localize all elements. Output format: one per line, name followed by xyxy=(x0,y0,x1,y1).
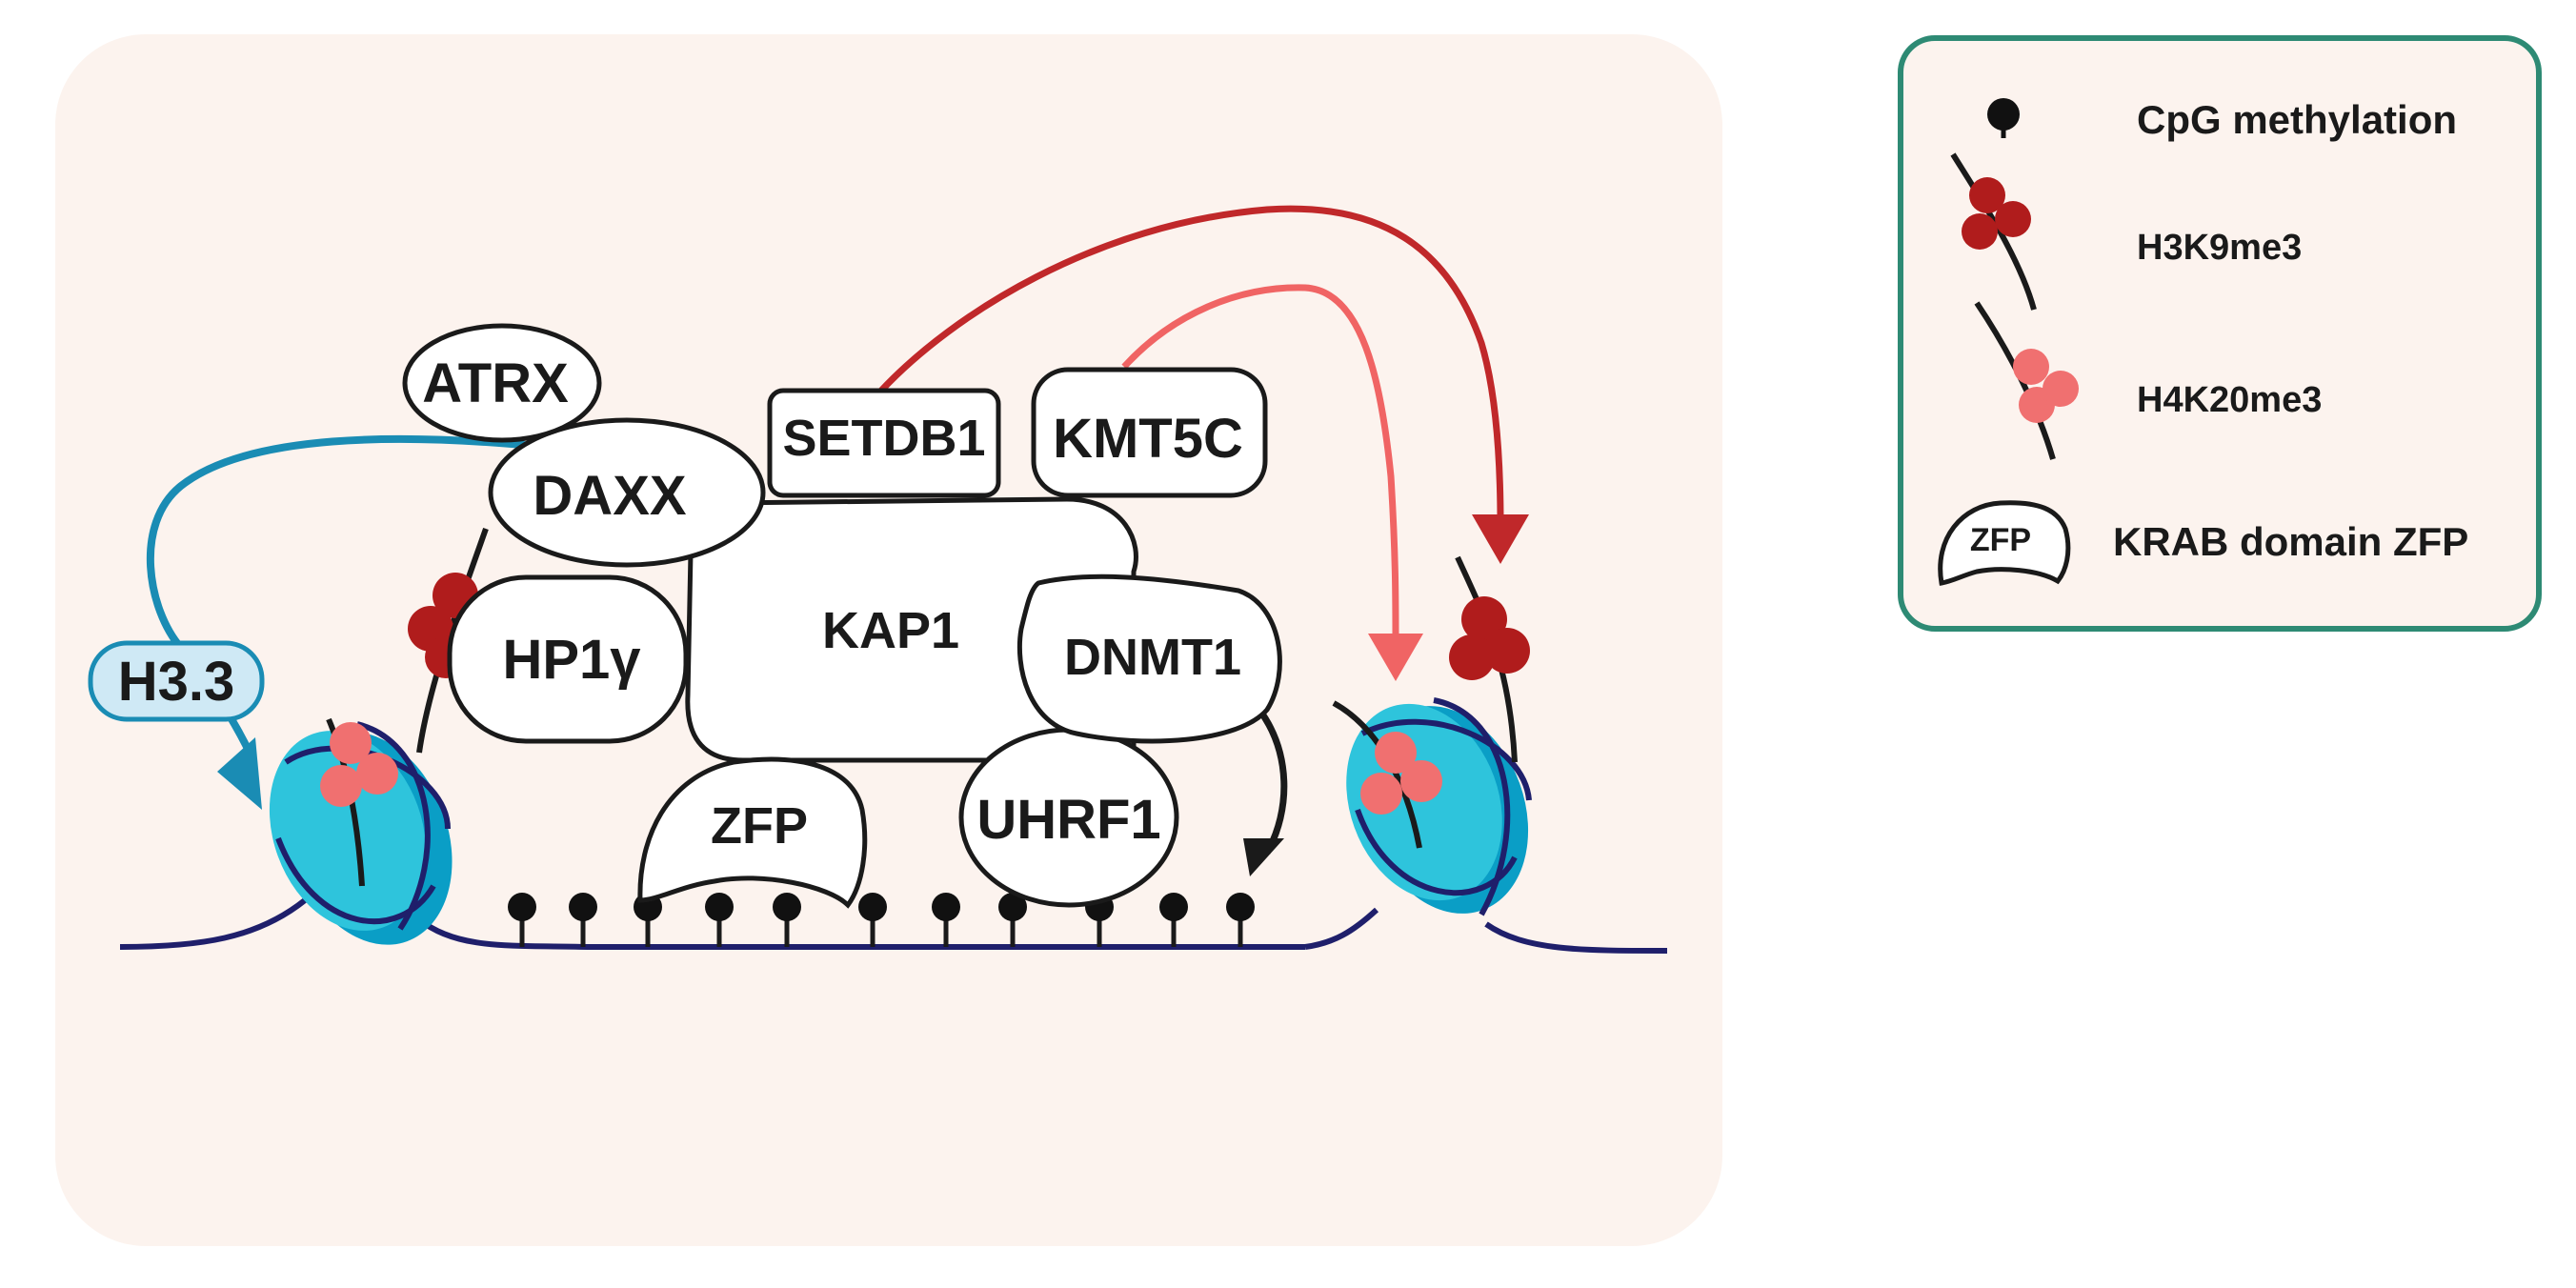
h4k20me3-mark xyxy=(1360,732,1442,815)
kmt5c-label: KMT5C xyxy=(1053,408,1243,470)
setdb1-shape xyxy=(767,388,1001,498)
dnmt1-label: DNMT1 xyxy=(1064,629,1241,686)
legend-label-krab-zfp: KRAB domain ZFP xyxy=(2113,519,2468,564)
h4k20me3-mark xyxy=(320,722,398,807)
daxx-shape xyxy=(488,417,766,568)
cpg-methylation-icon xyxy=(1987,98,2020,138)
uhrf1-label: UHRF1 xyxy=(976,789,1160,851)
arrowhead-h33 xyxy=(217,737,262,810)
setdb1-label: SETDB1 xyxy=(782,410,985,467)
hp1g-shape xyxy=(447,574,689,744)
krab-zfp-icon: ZFP xyxy=(1938,500,2071,586)
zfp-label: ZFP xyxy=(711,797,808,855)
atrx-label: ATRX xyxy=(422,352,569,414)
legend-label-h4k20me3: H4K20me3 xyxy=(2137,380,2322,420)
hp1g-label: HP1γ xyxy=(502,629,641,691)
dna-strand xyxy=(119,897,1668,954)
kmt5c-shape xyxy=(1031,367,1268,498)
legend-icon-label-zfp: ZFP xyxy=(1970,522,2031,558)
arrow-setdb1-to-h3k9me3 xyxy=(878,205,1504,525)
nucleosome-right xyxy=(1332,555,1532,916)
arrowhead-dnmt1 xyxy=(1243,838,1284,876)
h3k9me3-mark xyxy=(1449,596,1530,680)
cpg-methylation-sites xyxy=(508,893,1255,947)
arrowhead-setdb1 xyxy=(1472,514,1529,564)
h33-shape xyxy=(88,640,265,722)
h33-label: H3.3 xyxy=(118,651,235,713)
dnmt1-shape xyxy=(1016,574,1282,744)
atrx-shape xyxy=(402,323,602,443)
legend-label-h3k9me3: H3K9me3 xyxy=(2137,228,2302,268)
nucleosome-left xyxy=(269,528,492,945)
kap1-label: KAP1 xyxy=(822,602,959,659)
daxx-label: DAXX xyxy=(533,465,686,527)
arrow-kmt5c-to-h4k20me3 xyxy=(1121,284,1399,639)
h4k20me3-icon xyxy=(1974,301,2079,460)
zfp-shape xyxy=(637,756,868,909)
legend-box xyxy=(1898,35,2542,632)
legend: CpG methylation H3K9me3 H4K20me3 ZFP KRA… xyxy=(1898,35,2542,632)
arrowhead-kmt5c xyxy=(1368,634,1423,681)
h3k9me3-icon xyxy=(1950,152,2037,311)
legend-label-cpg: CpG methylation xyxy=(2137,97,2457,142)
arrow-dnmt1-to-cpg xyxy=(1257,707,1288,855)
